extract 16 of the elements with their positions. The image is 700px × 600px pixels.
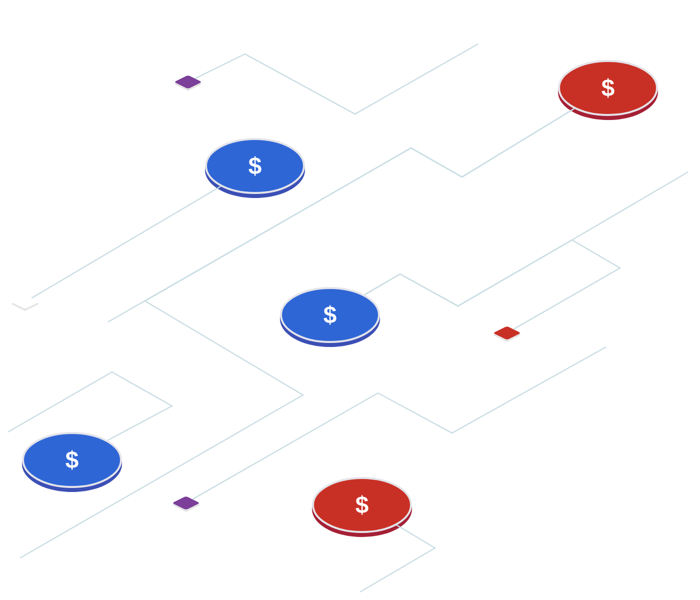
coin: $ (22, 432, 122, 492)
connector-line (31, 186, 221, 299)
connector-line (194, 43, 478, 115)
connector-line (8, 371, 174, 441)
connector-line (20, 108, 574, 559)
connector-line (192, 346, 606, 500)
diamond-marker (174, 76, 202, 91)
coin: $ (558, 60, 658, 120)
connector-line (364, 171, 688, 307)
diamond-marker (172, 496, 200, 512)
diamond-marker (11, 296, 39, 311)
connector-line (360, 524, 436, 593)
diamond-marker (493, 326, 521, 342)
coin: $ (312, 477, 412, 537)
coin: $ (205, 138, 305, 198)
coin: $ (280, 287, 380, 347)
